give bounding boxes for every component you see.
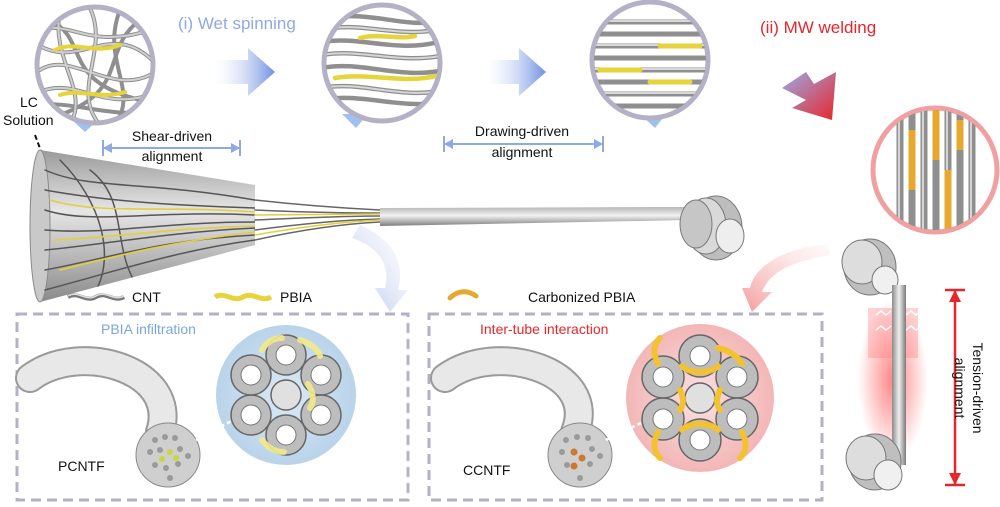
shear-alignment-marker [102, 140, 241, 156]
stage-title-mw-welding: (ii) MW welding [760, 18, 876, 37]
lc-solution-label-line2: Solution [3, 112, 54, 128]
zoom-circle-drawn [589, 0, 711, 128]
process-arrow-2 [485, 48, 546, 96]
stretched-fiber-rod [380, 207, 720, 226]
drawing-label-line2: alignment [492, 144, 553, 160]
drawing-label-line1: Drawing-driven [475, 123, 569, 139]
drawing-alignment-marker [443, 136, 604, 152]
tension-alignment-marker [945, 288, 965, 487]
curved-arrow-to-pbia-panel [352, 225, 408, 312]
legend-cnt-label: CNT [132, 289, 161, 305]
process-arrow-3 [782, 72, 836, 120]
inter-tube-interaction-panel [427, 312, 824, 502]
welding-fiber-vertical [892, 285, 906, 465]
inter-tube-interaction-title: Inter-tube interaction [480, 321, 608, 337]
tension-label-line1: Tension-driven [970, 342, 986, 433]
zoom-circle-random [34, 4, 156, 132]
lc-solution-label-line1: LC [20, 94, 38, 110]
process-arrow-1 [214, 48, 275, 96]
legend-carbonized-pbia-label: Carbonized PBIA [528, 289, 636, 305]
welding-spool-lower [845, 433, 903, 491]
curved-arrow-to-intertube-panel [742, 244, 830, 312]
legend-pbia-swatch [213, 292, 273, 302]
legend-pbia-label: PBIA [280, 289, 313, 305]
pbia-infiltration-title: PBIA infiltration [101, 321, 196, 337]
pbia-infiltration-panel [15, 312, 410, 502]
stage-title-wet-spinning: (i) Wet spinning [178, 14, 296, 33]
drawn-fiber-bundle [254, 199, 381, 241]
pcntf-label: PCNTF [58, 458, 105, 474]
zoom-circle-welded [870, 105, 1000, 235]
tension-label-line2: alignment [952, 358, 968, 419]
legend-cnt-swatch [66, 293, 126, 301]
zoom-circle-sheared [321, 2, 443, 128]
legend-carbonized-pbia-swatch [447, 289, 479, 301]
ccntf-label: CCNTF [463, 462, 510, 478]
welding-spool-upper [841, 238, 899, 296]
shear-label-line2: alignment [142, 148, 203, 164]
winding-spool-top [679, 195, 745, 261]
shear-label-line1: Shear-driven [132, 128, 212, 144]
spinning-cone [29, 149, 255, 303]
